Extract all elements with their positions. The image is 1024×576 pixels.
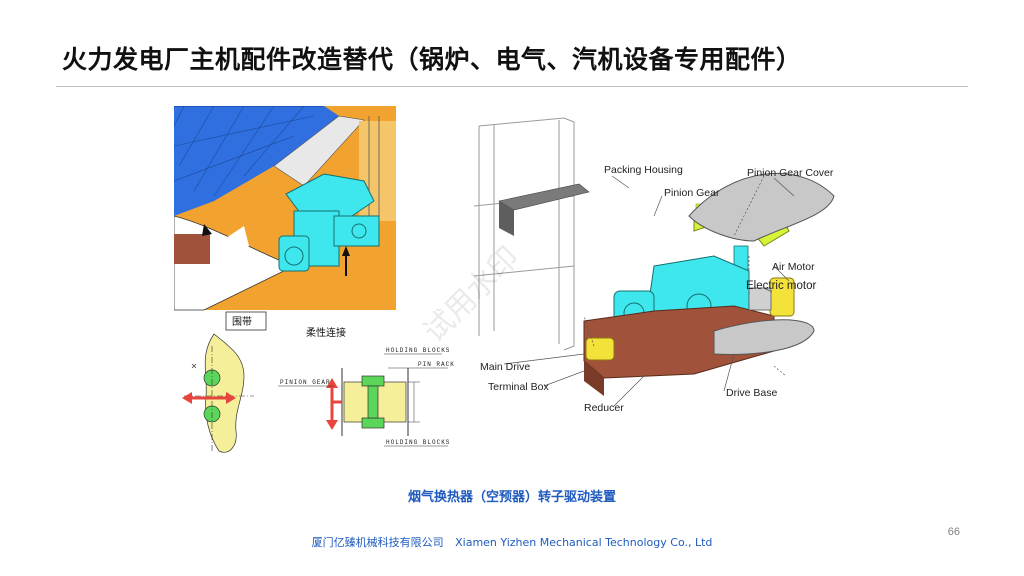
drive-diagram: 围带 柔性连接 — [174, 106, 835, 453]
label-holding-blocks-top: HOLDING BLOCKS — [386, 347, 450, 354]
footer: 厦门亿臻机械科技有限公司 Xiamen Yizhen Mechanical Te… — [0, 534, 1024, 550]
footer-company-cn: 厦门亿臻机械科技有限公司 — [311, 536, 444, 549]
label-pinion-gear-cover: Pinion Gear Cover — [747, 167, 834, 179]
title-divider — [56, 86, 968, 87]
label-main-drive: Main Drive — [480, 361, 530, 373]
pinion-detail-illustration — [182, 333, 254, 453]
rack-section-illustration — [278, 353, 448, 447]
label-pinion-gear-left: PINION GEAR — [280, 379, 331, 386]
rotor-housing-illustration — [174, 106, 396, 311]
footer-company-en: Xiamen Yizhen Mechanical Technology Co.,… — [455, 536, 713, 549]
watermark-text: 试用水印 — [417, 240, 527, 350]
label-drive-base: Drive Base — [726, 387, 778, 399]
label-holding-blocks-bottom: HOLDING BLOCKS — [386, 439, 450, 446]
slide-title: 火力发电厂主机配件改造替代（锅炉、电气、汽机设备专用配件） — [62, 45, 802, 74]
label-terminal-box: Terminal Box — [488, 381, 549, 393]
label-air-motor: Air Motor — [772, 261, 815, 273]
page-number: 66 — [947, 526, 960, 538]
label-pin-rack: PIN RACK — [418, 361, 455, 368]
label-packing-housing: Packing Housing — [604, 164, 683, 176]
drive-assembly-illustration — [473, 117, 835, 407]
label-reducer: Reducer — [584, 402, 624, 414]
label-pinion-gear-right: Pinion Gear — [664, 187, 720, 199]
figure-caption: 烟气换热器（空预器）转子驱动装置 — [407, 490, 616, 505]
label-band: 围带 — [232, 316, 252, 328]
label-flexible-connection: 柔性连接 — [306, 326, 346, 339]
label-electric-motor: Electric motor — [746, 280, 816, 292]
